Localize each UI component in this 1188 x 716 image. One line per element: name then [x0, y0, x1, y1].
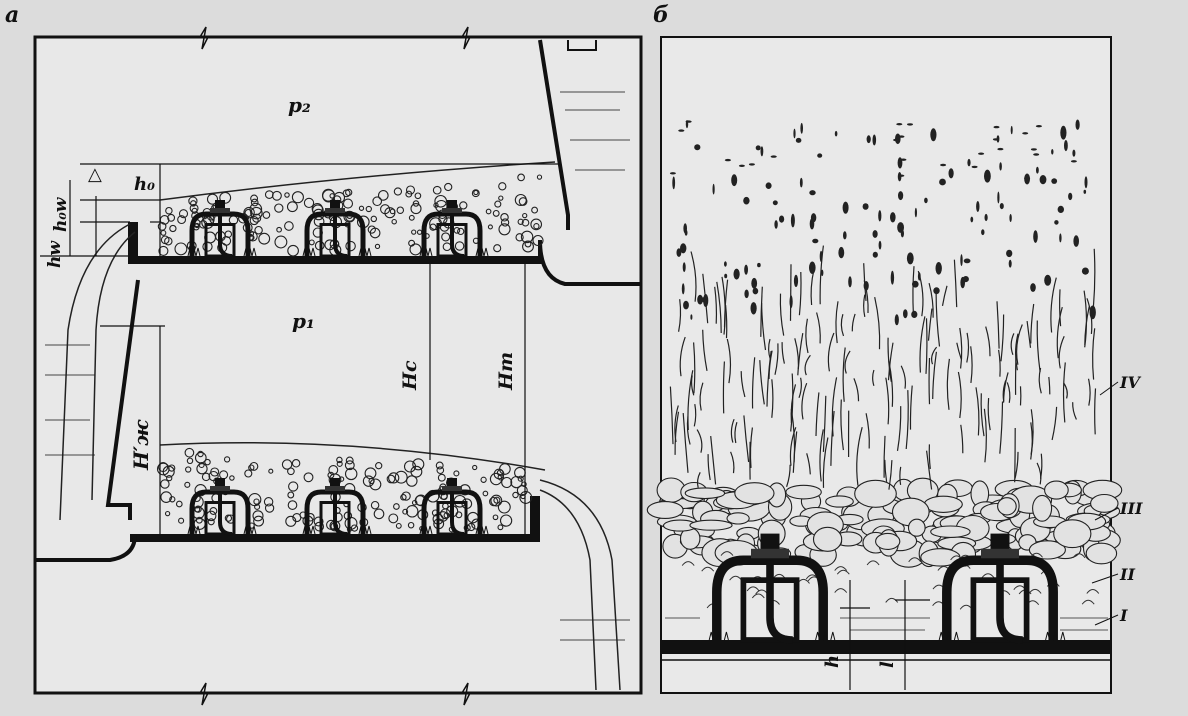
label-zone-iv: IV: [1119, 373, 1141, 392]
label-hc: Hс: [399, 360, 421, 391]
break-mark: [199, 682, 209, 706]
panel-b-dimensions: [840, 580, 930, 690]
lower-tray-edge: [35, 534, 137, 562]
label-h: h: [822, 655, 843, 668]
panel-a: [33, 26, 643, 706]
label-ht: Hт: [495, 352, 517, 391]
label-h0w: h₀w: [51, 196, 71, 232]
label-p2: p₂: [288, 93, 311, 117]
upper-tray-plate: [130, 256, 540, 264]
panel-b: [646, 36, 1123, 694]
zone-iv-spray: [669, 119, 1097, 490]
downcomer-liquid: [45, 91, 630, 641]
label-h0: h₀: [134, 174, 155, 195]
overflow-stream: [539, 479, 621, 691]
upper-weir: [128, 222, 138, 264]
lower-weir: [530, 496, 540, 542]
label-zone-iii: III: [1119, 499, 1143, 518]
zone-iii-froth: [646, 477, 1123, 610]
label-p1: p₁: [292, 309, 315, 333]
upper-tray-edge: [538, 239, 641, 286]
froth-surface-upper: [159, 161, 556, 201]
zone-leaders: [1091, 381, 1119, 626]
bubble-caps-panel-a: [187, 200, 489, 536]
plate-b: [661, 640, 1111, 654]
downcomer-left: [105, 279, 140, 520]
zone-i-liquid: [665, 617, 1108, 631]
overflow-stream: [539, 489, 597, 691]
froth-surface-lower: [159, 442, 546, 471]
label-hw: hw: [45, 240, 65, 268]
break-mark: [461, 26, 471, 50]
label-zone-ii: II: [1119, 565, 1135, 584]
panel-a-label: а: [5, 2, 19, 28]
panel-b-label: б: [653, 2, 669, 28]
break-mark: [461, 682, 471, 706]
downcomer-right: [538, 39, 570, 230]
label-delta: △: [88, 164, 102, 185]
label-zone-i: I: [1119, 606, 1128, 625]
break-mark: [199, 26, 209, 50]
label-hzh: H′ж: [129, 419, 153, 471]
lower-tray-plate: [130, 534, 540, 542]
downcomer-right-top: [567, 40, 597, 51]
label-l: l: [877, 661, 898, 668]
bubble-caps-panel-b: [708, 533, 1066, 644]
overflow-stream: [59, 223, 131, 521]
dimension-lines: [40, 163, 560, 534]
panel-b-frame: [660, 36, 1112, 694]
overflow-stream: [91, 231, 136, 501]
panel-a-frame: [33, 35, 643, 695]
